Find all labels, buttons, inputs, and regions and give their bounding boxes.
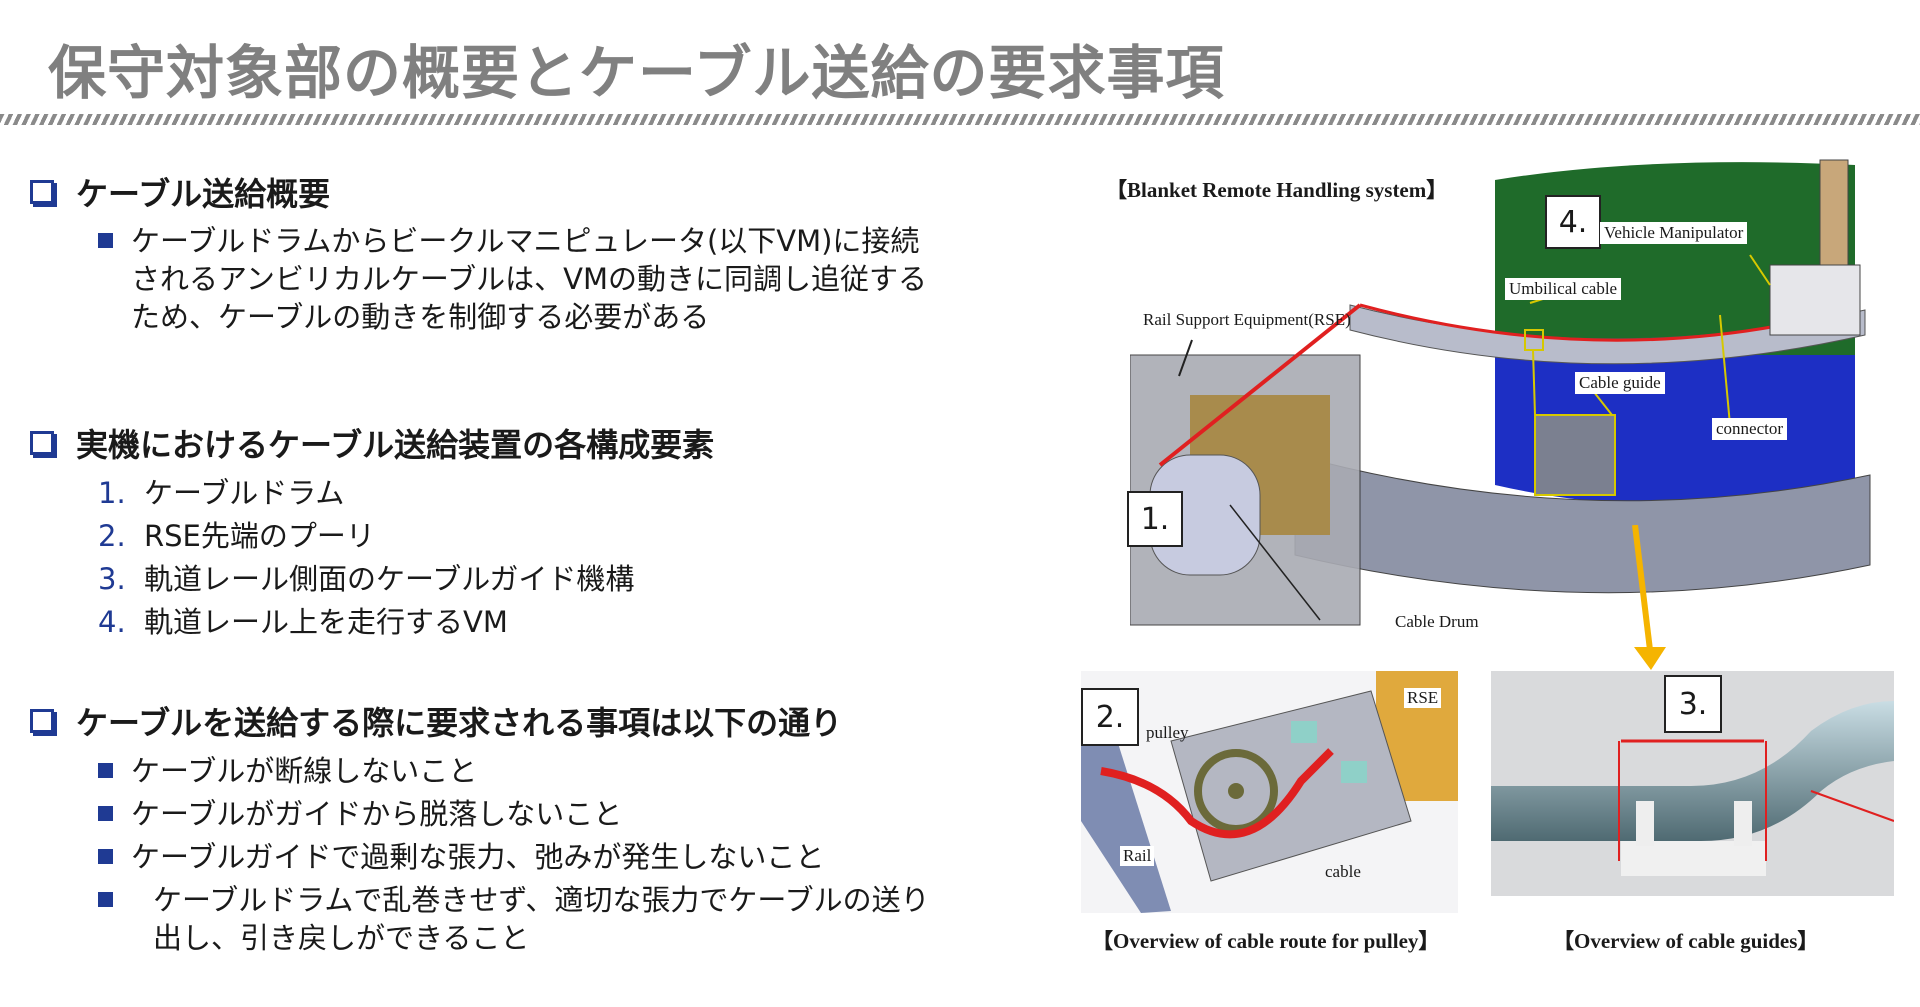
item-text: ケーブルドラム [144,476,345,510]
label-connector: connector [1712,418,1788,440]
lower-blanket [1294,454,1871,594]
item-text: RSE先端のプーリ [144,519,375,553]
heading-text: 実機におけるケーブル送給装置の各構成要素 [76,426,715,464]
remote-handling-illustration [1130,159,1871,626]
item-text: 軌道レール側面のケーブルガイド機構 [144,562,635,596]
bullet-item: ケーブルが断線しないこと [98,752,477,790]
item-number: 4. [98,605,126,639]
label-pulley: pulley [1146,723,1189,742]
label-cable-drum: Cable Drum [1395,612,1479,631]
cable-route [1100,748,1334,839]
item-text: 軌道レール上を走行するVM [144,605,508,639]
guides-caption: 【Overview of cable guides】 [1553,929,1819,953]
numbered-item: 3. 軌道レール側面のケーブルガイド機構 [98,560,634,598]
orange-arrow-icon [1632,525,1666,670]
label-box-3: 3. [1664,675,1722,733]
main-figure-caption: 【Blanket Remote Handling system】 [1106,178,1448,202]
hatched-divider [0,114,1920,125]
label-box-4: 4. [1545,195,1601,249]
square-bullet-icon [98,233,113,248]
checkbox-bullet-icon [30,431,54,455]
bullet-text: ケーブルガイドで過剰な張力、弛みが発生しないこと [131,840,825,874]
page-title: 保守対象部の概要とケーブル送給の要求事項 [48,39,1225,107]
cable-line [1158,303,1362,467]
guide-base [1621,841,1766,876]
label-box-2: 2. [1081,688,1139,746]
section-heading-components: 実機におけるケーブル送給装置の各構成要素 [30,420,714,466]
square-bullet-icon [98,806,113,821]
square-bullet-icon [98,892,113,907]
square-bullet-icon [98,849,113,864]
vm-mast [1819,159,1849,271]
bullet-item: ケーブルガイドで過剰な張力、弛みが発生しないこと [98,838,824,876]
numbered-item: 1. ケーブルドラム [98,474,344,512]
label-rse: Rail Support Equipment(RSE) [1143,310,1351,329]
label-rse-small: RSE [1404,688,1442,708]
bullet-line: されるアンビリカルケーブルは、VMの動きに同調し追従する [131,262,927,296]
cable-tube [1491,701,1894,841]
bullet-text: ケーブルが断線しないこと [131,754,478,788]
vehicle-manipulator [1769,264,1861,336]
label-cable-guide: Cable guide [1575,372,1665,394]
item-number: 3. [98,562,126,596]
bullet-line: ため、ケーブルの動きを制御する必要がある [131,300,710,334]
label-cable: cable [1325,862,1361,881]
item-number: 2. [98,519,126,553]
section-heading-requirements: ケーブルを送給する際に要求される事項は以下の通り [30,698,842,744]
bullet-item: ケーブルドラムからビークルマニピュレータ(以下VM)に接続されるアンビリカルケー… [98,222,927,336]
section-heading-overview: ケーブル送給概要 [30,169,330,215]
bullet-item: ケーブルがガイドから脱落しないこと [98,795,622,833]
bullet-line: ケーブルドラムからビークルマニピュレータ(以下VM)に接続 [131,224,920,258]
bullet-line: ケーブルドラムで乱巻きせず、適切な張力でケーブルの送り [153,883,930,917]
cable-guide-inset [1534,414,1616,496]
label-umbilical-cable: Umbilical cable [1505,278,1622,300]
pulley-wheel [1194,749,1278,833]
bullet-line: 出し、引き戻しができること [153,921,530,955]
item-number: 1. [98,476,126,510]
numbered-item: 4. 軌道レール上を走行するVM [98,603,508,641]
label-box-1: 1. [1127,491,1183,547]
checkbox-bullet-icon [30,709,54,733]
checkbox-bullet-icon [30,180,54,204]
square-bullet-icon [98,763,113,778]
heading-text: ケーブル送給概要 [76,175,331,213]
heading-text: ケーブルを送給する際に要求される事項は以下の通り [76,704,843,742]
label-rail: Rail [1120,846,1155,866]
label-vehicle-manipulator: Vehicle Manipulator [1600,222,1748,244]
numbered-item: 2. RSE先端のプーリ [98,517,375,555]
pulley-caption: 【Overview of cable route for pulley】 [1092,929,1440,953]
bullet-text: ケーブルがガイドから脱落しないこと [131,797,623,831]
bullet-item: ケーブルドラムで乱巻きせず、適切な張力でケーブルの送り出し、引き戻しができること [98,881,930,957]
